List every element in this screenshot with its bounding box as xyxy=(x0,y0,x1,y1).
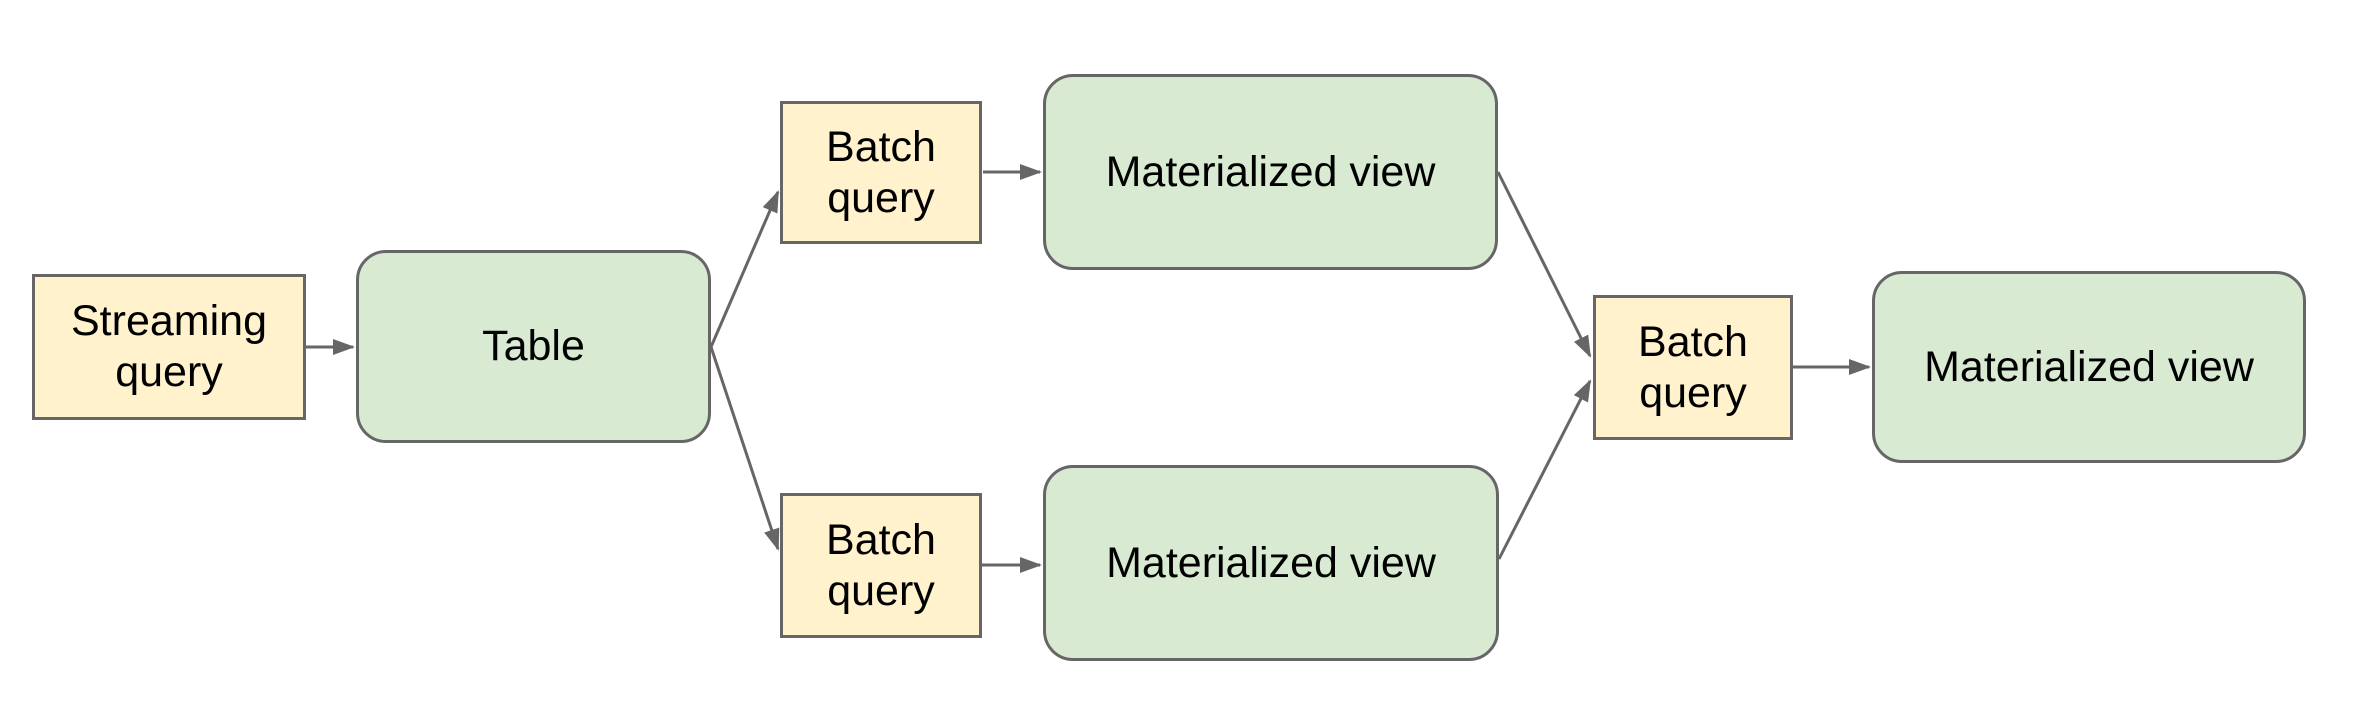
edge-table-to-batch-query-bottom xyxy=(709,346,780,551)
node-materialized-view-final: Materialized view xyxy=(1872,271,2306,463)
edge-table-to-batch-query-top xyxy=(709,190,780,348)
node-streaming-query: Streaming query xyxy=(32,274,306,420)
node-table-label: Table xyxy=(482,322,585,371)
edge-materialized-view-top-to-batch-query-right xyxy=(1496,171,1592,358)
node-materialized-view-bottom-label: Materialized view xyxy=(1106,538,1436,587)
node-batch-query-right: Batch query xyxy=(1593,295,1793,440)
node-batch-query-bottom-label: Batch query xyxy=(826,515,936,615)
node-batch-query-bottom: Batch query xyxy=(780,493,982,638)
node-materialized-view-top-label: Materialized view xyxy=(1105,147,1436,196)
node-streaming-query-label: Streaming query xyxy=(71,297,267,396)
node-materialized-view-bottom: Materialized view xyxy=(1043,465,1499,661)
node-materialized-view-top: Materialized view xyxy=(1043,74,1498,270)
node-materialized-view-final-label: Materialized view xyxy=(1924,342,2254,391)
node-table: Table xyxy=(356,250,711,443)
node-batch-query-top: Batch query xyxy=(780,101,982,244)
node-batch-query-top-label: Batch query xyxy=(826,122,936,222)
node-batch-query-right-label: Batch query xyxy=(1638,317,1748,417)
edge-materialized-view-bottom-to-batch-query-right xyxy=(1497,379,1592,560)
